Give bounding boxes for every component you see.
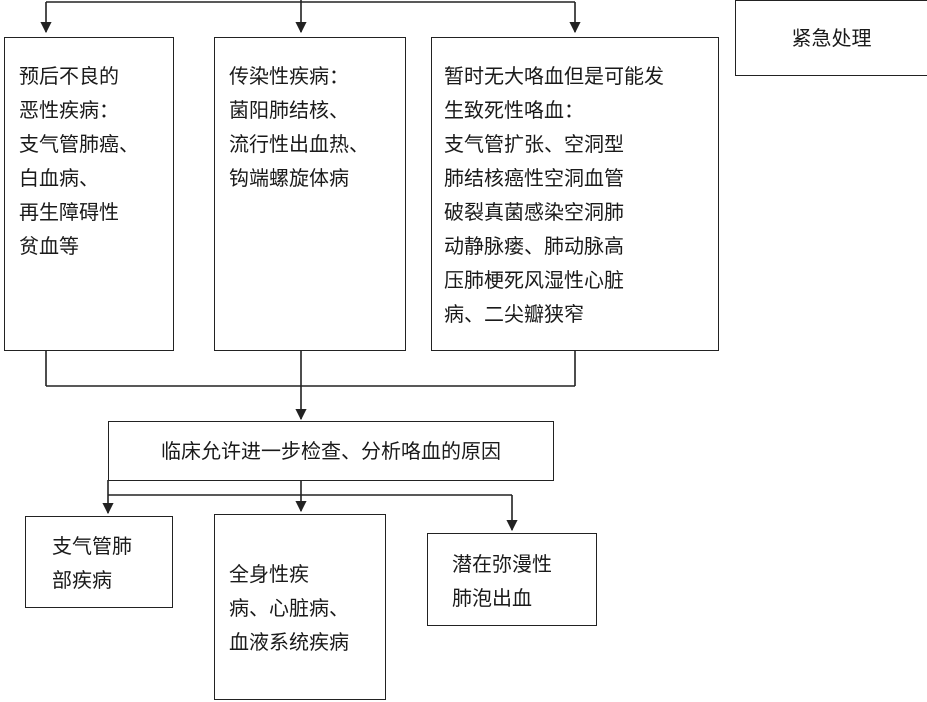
potentially-fatal-line-1: 暂时无大咯血但是可能发 [444,64,664,88]
potentially-fatal-line-5: 破裂真菌感染空洞肺 [444,200,624,224]
poor-prognosis-line-4: 白血病、 [19,166,99,190]
potentially-fatal-line-3: 支气管扩张、空洞型 [444,132,624,156]
emergency-box: 紧急处理 [735,0,927,76]
potentially-fatal-line-8: 病、二尖瓣狭窄 [444,302,584,326]
potentially-fatal-text: 暂时无大咯血但是可能发 生致死性咯血： 支气管扩张、空洞型 肺结核癌性空洞血管 … [444,59,664,331]
systemic-line-3: 血液系统疾病 [229,630,349,654]
bronchopulmonary-text: 支气管肺 部疾病 [52,529,132,597]
bronchopulmonary-line-1: 支气管肺 [52,534,132,558]
alveolar-text: 潜在弥漫性 肺泡出血 [452,547,552,615]
poor-prognosis-line-5: 再生障碍性 [19,200,119,224]
potentially-fatal-line-7: 压肺梗死风湿性心脏 [444,268,624,292]
poor-prognosis-line-3: 支气管肺癌、 [19,132,139,156]
emergency-label: 紧急处理 [791,26,872,50]
poor-prognosis-line-6: 贫血等 [19,234,79,258]
clinical-box: 临床允许进一步检查、分析咯血的原因 [108,421,554,481]
bronchopulmonary-box: 支气管肺 部疾病 [25,516,173,608]
infectious-text: 传染性疾病： 菌阳肺结核、 流行性出血热、 钩端螺旋体病 [229,59,369,195]
infectious-line-1: 传染性疾病： [229,64,349,88]
infectious-box: 传染性疾病： 菌阳肺结核、 流行性出血热、 钩端螺旋体病 [214,37,406,351]
potentially-fatal-line-2: 生致死性咯血： [444,98,584,122]
alveolar-line-1: 潜在弥漫性 [452,552,552,576]
systemic-box: 全身性疾 病、心脏病、 血液系统疾病 [214,514,386,700]
poor-prognosis-text: 预后不良的 恶性疾病： 支气管肺癌、 白血病、 再生障碍性 贫血等 [19,59,139,263]
poor-prognosis-line-2: 恶性疾病： [19,98,119,122]
systemic-text: 全身性疾 病、心脏病、 血液系统疾病 [229,557,349,659]
poor-prognosis-line-1: 预后不良的 [19,64,119,88]
alveolar-box: 潜在弥漫性 肺泡出血 [427,533,597,626]
bronchopulmonary-line-2: 部疾病 [52,568,112,592]
potentially-fatal-line-6: 动静脉瘘、肺动脉高 [444,234,624,258]
clinical-label: 临床允许进一步检查、分析咯血的原因 [161,439,501,463]
potentially-fatal-box: 暂时无大咯血但是可能发 生致死性咯血： 支气管扩张、空洞型 肺结核癌性空洞血管 … [431,37,719,351]
systemic-line-2: 病、心脏病、 [229,596,349,620]
infectious-line-4: 钩端螺旋体病 [229,166,349,190]
alveolar-line-2: 肺泡出血 [452,586,532,610]
systemic-line-1: 全身性疾 [229,562,309,586]
potentially-fatal-line-4: 肺结核癌性空洞血管 [444,166,624,190]
infectious-line-2: 菌阳肺结核、 [229,98,349,122]
infectious-line-3: 流行性出血热、 [229,132,369,156]
poor-prognosis-box: 预后不良的 恶性疾病： 支气管肺癌、 白血病、 再生障碍性 贫血等 [4,37,174,351]
